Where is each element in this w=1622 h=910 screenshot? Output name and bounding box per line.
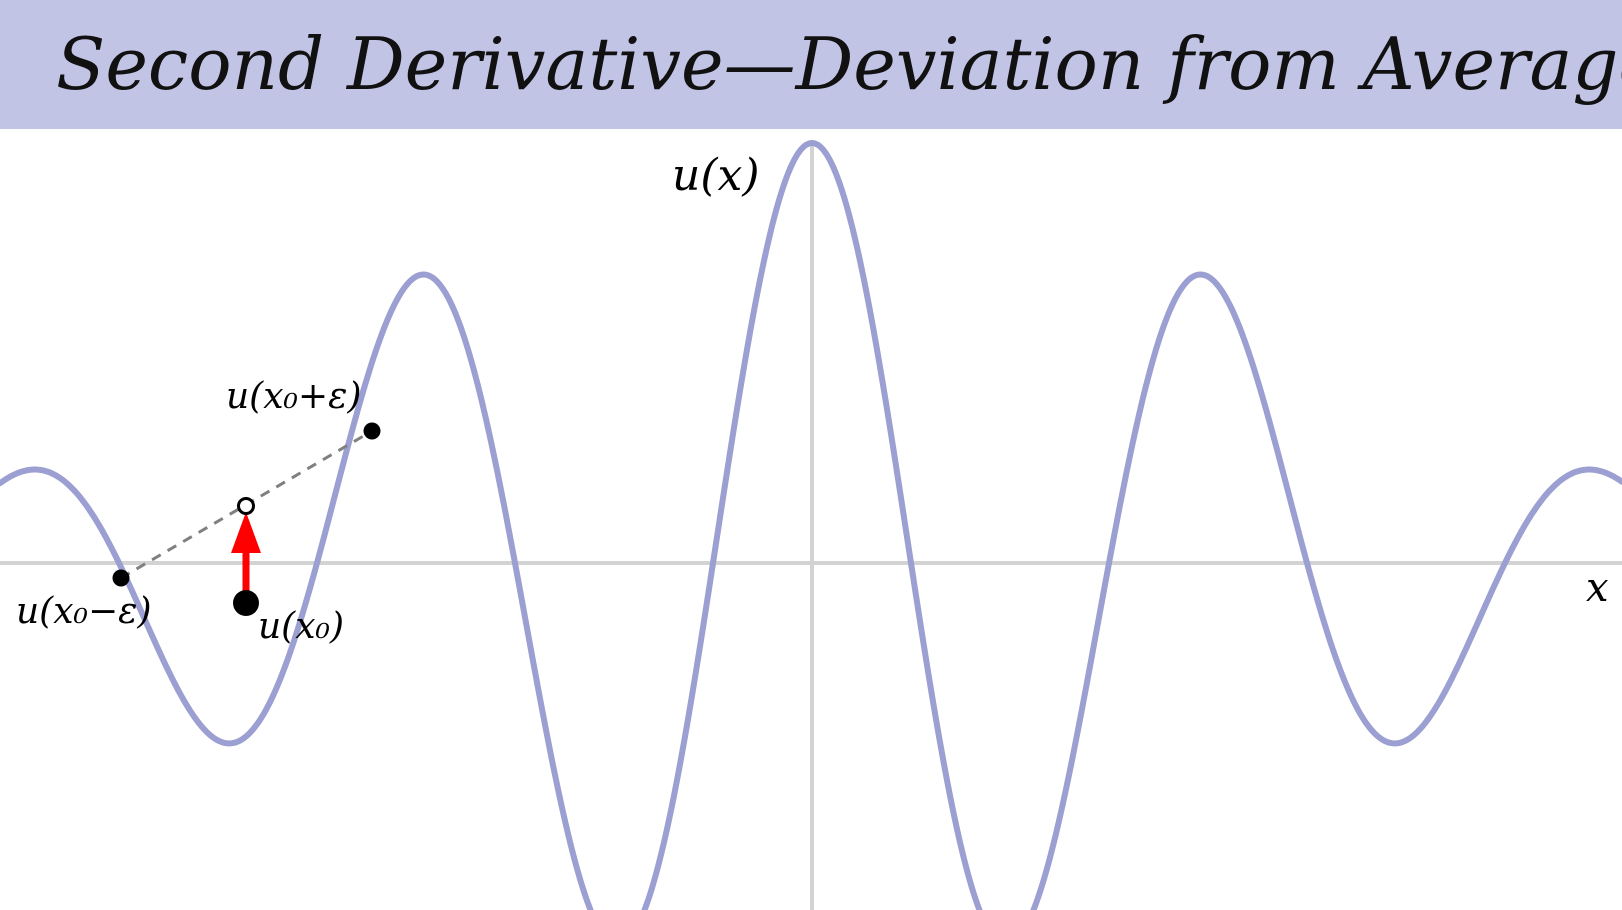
point-left-label: u(x₀−ε) xyxy=(16,591,152,632)
point-right xyxy=(363,422,381,440)
x-axis-label: x xyxy=(1586,565,1609,611)
red-up-arrow-icon xyxy=(231,512,261,601)
hollow-circle-icon xyxy=(237,497,255,515)
point-center xyxy=(233,590,259,616)
function-curve xyxy=(0,140,1622,910)
function-label: u(x) xyxy=(672,150,759,201)
point-left xyxy=(112,569,130,587)
title-bar: Second Derivative—Deviation from Average xyxy=(0,0,1622,129)
point-right-label: u(x₀+ε) xyxy=(226,376,362,417)
page-title: Second Derivative—Deviation from Average xyxy=(56,22,1622,106)
point-center-label: u(x₀) xyxy=(258,606,344,647)
